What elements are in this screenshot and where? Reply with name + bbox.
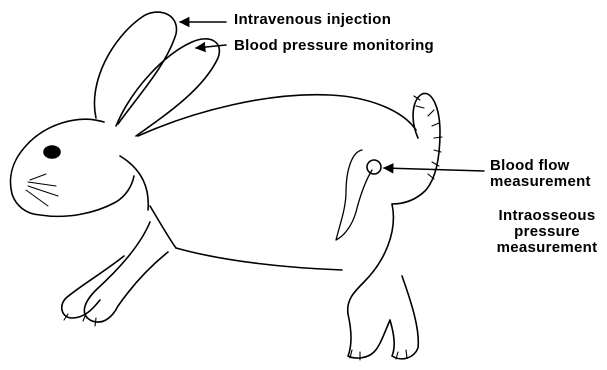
label-blood-flow-measurement: Blood flow measurement <box>490 158 591 190</box>
rabbit-fore-leg-rear <box>62 256 124 318</box>
rabbit-cheek <box>120 156 148 210</box>
rabbit-fore-leg <box>84 222 168 322</box>
rabbit-back <box>138 95 416 136</box>
rabbit-rump <box>348 204 394 314</box>
label-blood-pressure-monitoring: Blood pressure monitoring <box>234 38 434 54</box>
label-intraosseous-pressure-measurement: Intraosseous pressure measurement <box>488 208 606 256</box>
label-intravenous-injection: Intravenous injection <box>234 12 391 28</box>
arrow-blood-flow <box>384 168 484 171</box>
probe-site <box>367 160 381 174</box>
rabbit-belly <box>176 248 342 270</box>
rabbit-back-ear <box>94 12 176 124</box>
rabbit-eye <box>44 146 60 158</box>
rabbit-whiskers <box>26 174 58 206</box>
rabbit-femur <box>336 150 372 240</box>
rabbit-head <box>11 119 135 216</box>
rabbit-chest <box>150 206 176 248</box>
arrow-blood-pressure <box>196 45 226 48</box>
rabbit-tail <box>392 93 440 204</box>
